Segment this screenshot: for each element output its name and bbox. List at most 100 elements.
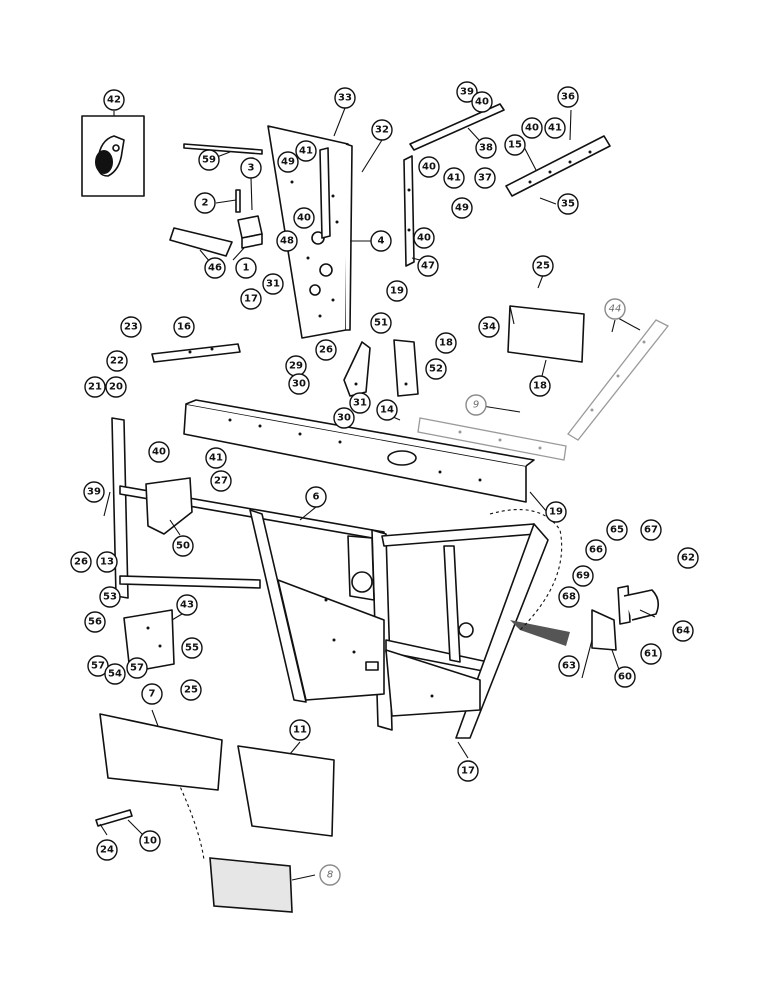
callout-40: 40 <box>418 156 440 178</box>
svg-text:43: 43 <box>180 600 194 611</box>
svg-text:23: 23 <box>124 322 138 333</box>
callout-41: 41 <box>295 140 317 162</box>
callout-57: 57 <box>126 657 148 679</box>
part-2-bolt <box>235 189 241 213</box>
callout-9: 9 <box>465 394 487 416</box>
callout-51: 51 <box>370 312 392 334</box>
callout-65: 65 <box>606 519 628 541</box>
callout-18: 18 <box>435 332 457 354</box>
svg-text:40: 40 <box>297 213 311 224</box>
svg-text:7: 7 <box>149 689 156 700</box>
svg-text:40: 40 <box>525 123 539 134</box>
callout-37: 37 <box>474 167 496 189</box>
svg-text:14: 14 <box>380 405 394 416</box>
callout-26: 26 <box>70 551 92 573</box>
svg-text:22: 22 <box>110 356 124 367</box>
part-42-clamp-inset <box>81 115 145 197</box>
callout-2: 2 <box>194 192 216 214</box>
svg-text:25: 25 <box>536 261 550 272</box>
callout-63: 63 <box>558 655 580 677</box>
svg-text:29: 29 <box>289 361 303 372</box>
part-46-bracket <box>169 227 233 257</box>
callout-55: 55 <box>181 637 203 659</box>
svg-text:51: 51 <box>374 318 388 329</box>
callout-60: 60 <box>614 666 636 688</box>
svg-text:40: 40 <box>152 447 166 458</box>
callout-50: 50 <box>172 535 194 557</box>
svg-text:9: 9 <box>473 400 479 411</box>
callout-22: 22 <box>106 350 128 372</box>
svg-text:26: 26 <box>319 345 333 356</box>
callout-19: 19 <box>545 501 567 523</box>
callout-36: 36 <box>557 86 579 108</box>
callout-26: 26 <box>315 339 337 361</box>
svg-text:60: 60 <box>618 672 632 683</box>
svg-text:57: 57 <box>91 661 105 672</box>
svg-text:27: 27 <box>214 476 228 487</box>
callout-3: 3 <box>240 157 262 179</box>
svg-text:69: 69 <box>576 571 590 582</box>
part-64-handle <box>623 589 660 621</box>
callout-47: 47 <box>417 255 439 277</box>
svg-text:41: 41 <box>299 146 313 157</box>
callout-39: 39 <box>456 81 478 103</box>
part-16-bar <box>151 343 241 363</box>
svg-text:65: 65 <box>610 525 624 536</box>
callout-38: 38 <box>475 137 497 159</box>
svg-text:48: 48 <box>280 236 294 247</box>
svg-text:35: 35 <box>561 199 575 210</box>
svg-text:68: 68 <box>562 592 576 603</box>
callout-32: 32 <box>371 119 393 141</box>
callout-6: 6 <box>305 486 327 508</box>
svg-text:41: 41 <box>447 173 461 184</box>
callout-62: 62 <box>677 547 699 569</box>
callout-35: 35 <box>557 193 579 215</box>
part-44-bar <box>567 319 670 441</box>
part-47-bracket <box>403 155 415 267</box>
callout-41: 41 <box>544 117 566 139</box>
svg-text:8: 8 <box>327 870 333 881</box>
callout-40: 40 <box>293 207 315 229</box>
svg-text:59: 59 <box>202 155 216 166</box>
svg-text:40: 40 <box>422 162 436 173</box>
svg-text:63: 63 <box>562 661 576 672</box>
callout-46: 46 <box>204 257 226 279</box>
callout-56: 56 <box>84 611 106 633</box>
callout-31: 31 <box>262 273 284 295</box>
callout-59: 59 <box>198 149 220 171</box>
svg-text:46: 46 <box>208 263 222 274</box>
parts-artwork <box>81 103 670 913</box>
callout-17: 17 <box>457 760 479 782</box>
svg-text:54: 54 <box>108 669 122 680</box>
callout-40: 40 <box>148 441 170 463</box>
callout-40: 40 <box>471 91 493 113</box>
part-7-panel <box>99 713 223 791</box>
callout-29: 29 <box>285 355 307 377</box>
part-52-plate <box>393 339 419 397</box>
part-18-panel <box>507 305 585 363</box>
svg-text:61: 61 <box>644 649 658 660</box>
svg-text:49: 49 <box>281 157 295 168</box>
callout-23: 23 <box>120 316 142 338</box>
callout-61: 61 <box>640 643 662 665</box>
callout-67: 67 <box>640 519 662 541</box>
part-15-bar <box>505 135 611 197</box>
part-14-channel <box>183 399 535 503</box>
callout-30: 30 <box>288 373 310 395</box>
svg-text:10: 10 <box>143 836 157 847</box>
callout-8: 8 <box>319 864 341 886</box>
callout-4: 4 <box>370 230 392 252</box>
callout-49: 49 <box>277 151 299 173</box>
svg-text:39: 39 <box>460 87 474 98</box>
svg-text:53: 53 <box>103 592 117 603</box>
svg-text:40: 40 <box>475 97 489 108</box>
part-1-block <box>237 215 263 249</box>
part-50-plate <box>145 477 193 535</box>
svg-text:31: 31 <box>266 279 280 290</box>
callout-1: 1 <box>235 257 257 279</box>
callout-21: 21 <box>84 376 106 398</box>
svg-text:18: 18 <box>533 381 547 392</box>
callout-41: 41 <box>205 447 227 469</box>
svg-text:24: 24 <box>100 845 114 856</box>
